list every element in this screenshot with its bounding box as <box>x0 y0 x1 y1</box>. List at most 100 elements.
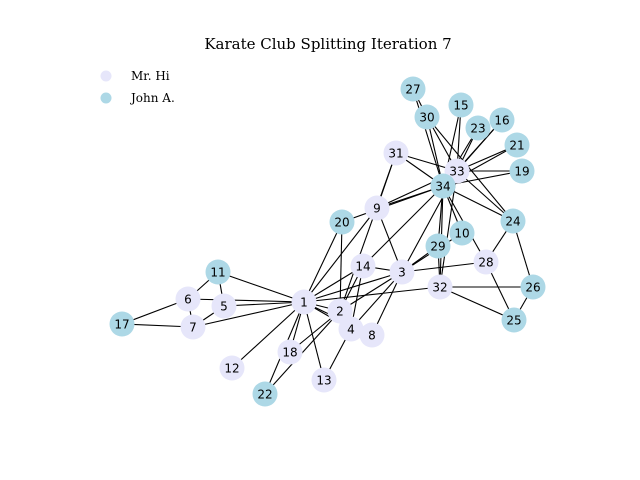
node-circle-9 <box>364 195 390 221</box>
node-label-19: 19 <box>514 164 529 178</box>
node-circle-31 <box>383 140 409 166</box>
edge-1-5 <box>223 301 305 307</box>
edge-19-34 <box>442 170 523 187</box>
node-circle-4 <box>338 316 364 342</box>
node-label-32: 32 <box>432 280 447 294</box>
node-circle-22 <box>252 381 278 407</box>
node-label-14: 14 <box>355 259 370 273</box>
node-1: 1 <box>291 289 317 315</box>
node-circle-15 <box>448 92 474 118</box>
edge-24-34 <box>442 185 514 222</box>
node-label-4: 4 <box>347 322 355 336</box>
node-label-33: 33 <box>449 164 464 178</box>
edge-1-20 <box>303 221 343 303</box>
legend-label-hi: Mr. Hi <box>131 69 170 83</box>
node-13: 13 <box>311 367 337 393</box>
node-circle-25 <box>501 307 527 333</box>
edge-25-32 <box>439 286 515 321</box>
edge-27-34 <box>412 88 444 187</box>
node-21: 21 <box>504 132 530 158</box>
node-11: 11 <box>205 259 231 285</box>
node-label-34: 34 <box>435 179 450 193</box>
node-16: 16 <box>489 107 515 133</box>
edge-24-33 <box>456 170 514 222</box>
edge-1-32 <box>303 286 441 303</box>
node-circle-11 <box>205 259 231 285</box>
node-12: 12 <box>219 355 245 381</box>
node-28: 28 <box>473 249 499 275</box>
legend-marker-john <box>100 92 112 104</box>
node-label-16: 16 <box>494 113 509 127</box>
node-8: 8 <box>359 322 385 348</box>
node-10: 10 <box>449 220 475 246</box>
node-18: 18 <box>277 339 303 365</box>
node-circle-8 <box>359 322 385 348</box>
edge-1-13 <box>303 301 325 381</box>
node-circle-20 <box>329 209 355 235</box>
node-circle-24 <box>500 208 526 234</box>
node-2: 2 <box>327 298 353 324</box>
node-label-8: 8 <box>368 328 376 342</box>
node-circle-12 <box>219 355 245 381</box>
legend-label-john: John A. <box>129 91 175 105</box>
edge-3-28 <box>401 261 487 273</box>
node-label-23: 23 <box>470 121 485 135</box>
node-circle-30 <box>414 104 440 130</box>
edge-1-7 <box>192 301 305 328</box>
node-24: 24 <box>500 208 526 234</box>
node-label-5: 5 <box>220 299 228 313</box>
node-label-25: 25 <box>506 313 521 327</box>
edge-1-12 <box>231 301 305 369</box>
diagram-title: Karate Club Splitting Iteration 7 <box>204 35 451 53</box>
node-27: 27 <box>400 76 426 102</box>
node-label-3: 3 <box>398 265 406 279</box>
node-label-7: 7 <box>189 320 197 334</box>
edge-24-30 <box>426 116 514 222</box>
node-7: 7 <box>180 314 206 340</box>
node-label-20: 20 <box>334 215 349 229</box>
legend-marker-hi <box>100 70 112 82</box>
node-circle-23 <box>465 115 491 141</box>
node-label-10: 10 <box>454 226 469 240</box>
edge-14-34 <box>362 185 444 267</box>
node-circle-19 <box>509 158 535 184</box>
edge-2-20 <box>339 221 343 312</box>
node-15: 15 <box>448 92 474 118</box>
node-label-15: 15 <box>453 98 468 112</box>
node-label-6: 6 <box>184 292 192 306</box>
node-circle-21 <box>504 132 530 158</box>
node-label-31: 31 <box>388 146 403 160</box>
node-14: 14 <box>350 253 376 279</box>
node-5: 5 <box>211 293 237 319</box>
edge-1-9 <box>303 207 378 303</box>
node-circle-32 <box>427 274 453 300</box>
node-layer: 1234567891011121314151617181920212223242… <box>109 76 546 407</box>
node-label-24: 24 <box>505 214 520 228</box>
node-circle-17 <box>109 311 135 337</box>
node-19: 19 <box>509 158 535 184</box>
node-label-27: 27 <box>405 82 420 96</box>
node-circle-28 <box>473 249 499 275</box>
node-4: 4 <box>338 316 364 342</box>
node-label-30: 30 <box>419 110 434 124</box>
node-label-17: 17 <box>114 317 129 331</box>
edge-20-34 <box>341 185 444 223</box>
node-label-2: 2 <box>336 304 344 318</box>
node-label-11: 11 <box>210 265 225 279</box>
node-22: 22 <box>252 381 278 407</box>
node-circle-16 <box>489 107 515 133</box>
node-34: 34 <box>430 173 456 199</box>
node-29: 29 <box>425 233 451 259</box>
node-circle-29 <box>425 233 451 259</box>
node-circle-3 <box>389 259 415 285</box>
node-label-9: 9 <box>373 201 381 215</box>
edge-1-6 <box>187 298 305 303</box>
node-circle-2 <box>327 298 353 324</box>
node-circle-10 <box>449 220 475 246</box>
node-3: 3 <box>389 259 415 285</box>
node-circle-13 <box>311 367 337 393</box>
node-label-29: 29 <box>430 239 445 253</box>
node-label-18: 18 <box>282 345 297 359</box>
edge-1-11 <box>217 271 305 303</box>
